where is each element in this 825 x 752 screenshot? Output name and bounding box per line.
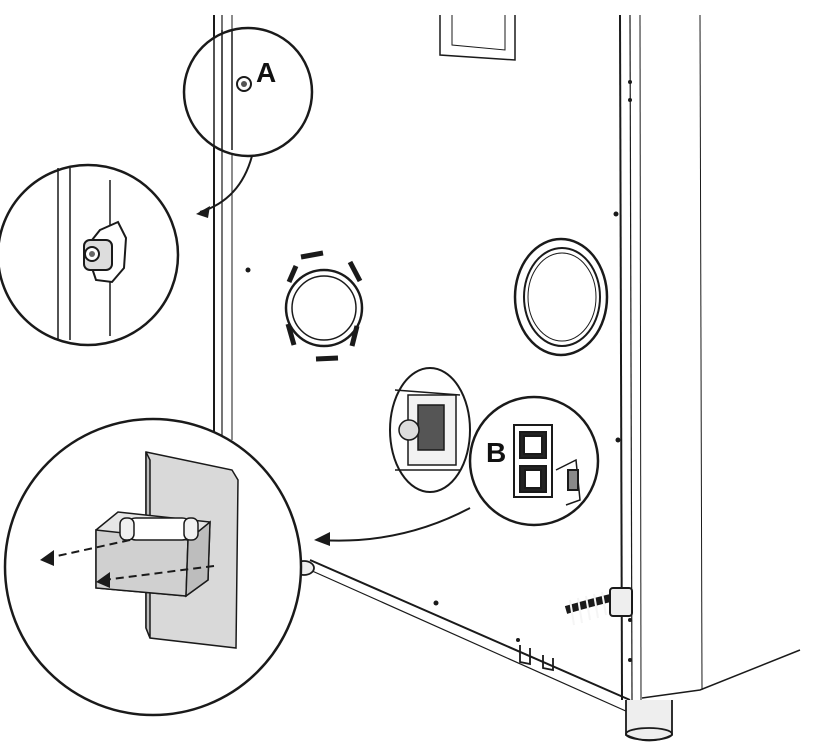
arrow-b-to-zoom xyxy=(314,507,471,546)
drain-fitting xyxy=(564,587,633,626)
fuse-arrows xyxy=(47,539,215,581)
foot-right xyxy=(625,700,673,742)
cabinet-side-panel xyxy=(699,14,703,691)
cabinet-right-edge xyxy=(619,14,623,701)
fuse-arrow-head-2 xyxy=(96,572,110,588)
zoom-fuse xyxy=(3,417,303,717)
zoom-nut xyxy=(0,163,180,347)
bracket-1 xyxy=(519,645,531,666)
callout-b: B xyxy=(468,395,600,527)
callout-a-label: A xyxy=(256,57,276,88)
cabinet-top-vent xyxy=(439,15,516,61)
port-dashes xyxy=(285,250,363,362)
motor-cutout xyxy=(389,367,471,493)
fuse-arrow-head-1 xyxy=(40,550,54,566)
cabinet-side-bottom xyxy=(641,649,801,699)
cabinet xyxy=(213,14,801,713)
right-port xyxy=(513,237,609,357)
cabinet-bottom-edge xyxy=(309,559,631,701)
left-port xyxy=(284,250,364,362)
cabinet-right-edge-2 xyxy=(629,14,633,701)
callout-a: A xyxy=(182,26,314,158)
cabinet-top-vent-inner xyxy=(451,15,506,51)
cabinet-bottom-edge-2 xyxy=(309,569,629,713)
bracket-2 xyxy=(542,655,554,672)
callout-b-label: B xyxy=(486,437,506,468)
power-inlet xyxy=(513,424,581,506)
arrow-a-to-zoom xyxy=(196,155,253,218)
cabinet-right-edge-3 xyxy=(639,14,642,701)
fuse-cartridge xyxy=(119,517,199,541)
